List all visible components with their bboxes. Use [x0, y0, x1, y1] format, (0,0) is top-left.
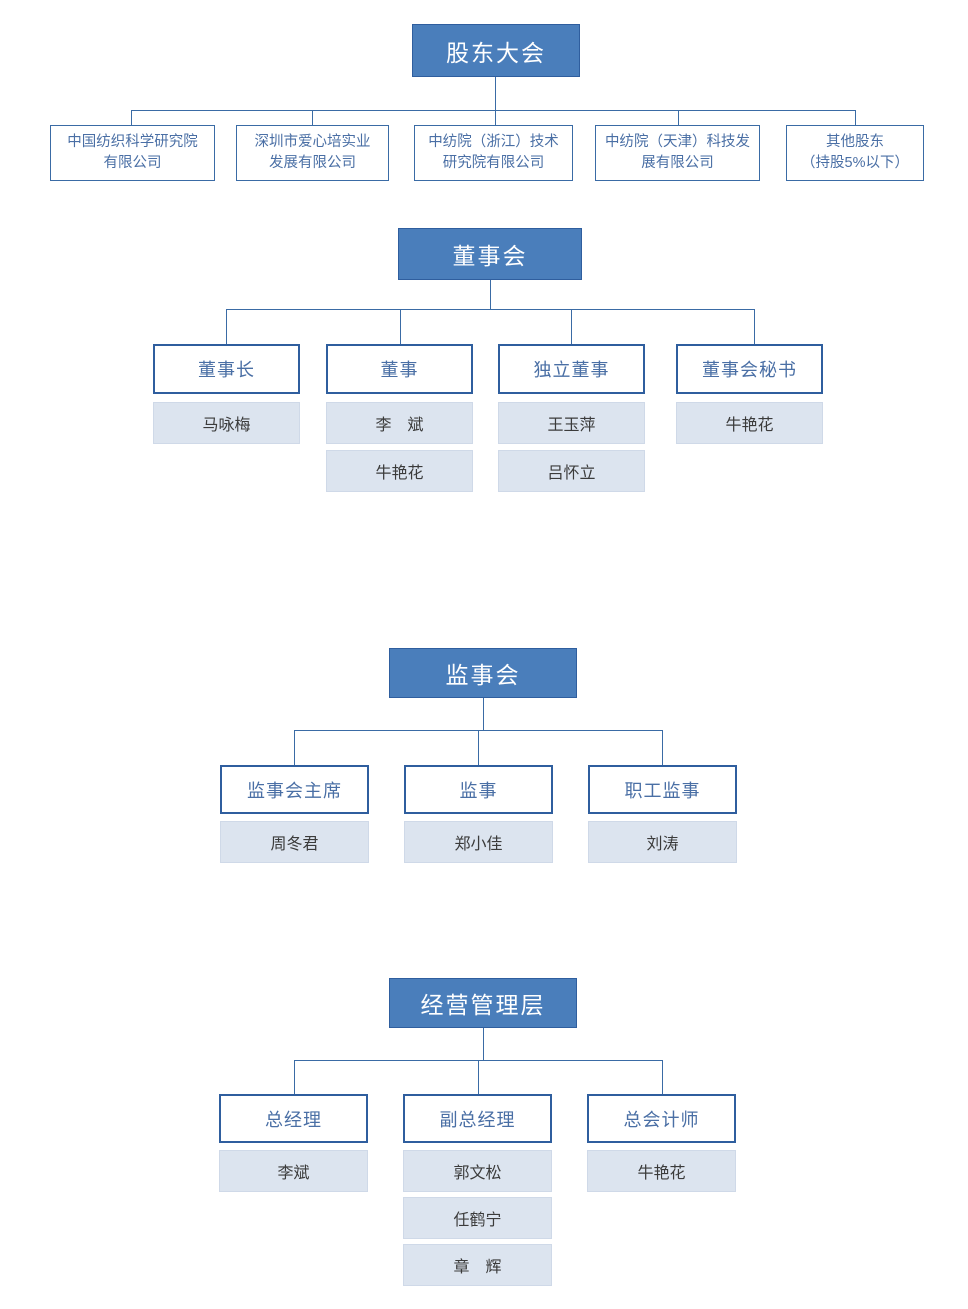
board-role-name-3-2[interactable]: 吕怀立	[498, 450, 645, 492]
connector-management-drop-1	[294, 1060, 295, 1094]
management-role-title-3[interactable]: 总会计师	[587, 1094, 736, 1143]
board-header-box: 董事会	[398, 228, 582, 280]
connector-shareholder-drop-4	[678, 110, 679, 125]
shareholder-box-2[interactable]: 深圳市爱心培实业 发展有限公司	[236, 125, 389, 181]
board-role-label-4: 董事会秘书	[702, 360, 797, 380]
connector-board-trunk	[490, 280, 491, 309]
board-header-label: 董事会	[452, 243, 528, 269]
shareholders-header-label: 股东大会	[446, 39, 546, 66]
connector-board-bus	[226, 309, 754, 310]
connector-shareholder-drop-3	[495, 110, 496, 125]
shareholders-header-box: 股东大会	[412, 24, 580, 77]
shareholder-label-5: 其他股东 （持股5%以下）	[801, 133, 909, 171]
management-header-label: 经营管理层	[420, 992, 546, 1018]
board-role-name-4-1[interactable]: 牛艳花	[676, 402, 823, 444]
connector-board-drop-4	[754, 309, 755, 344]
board-role-title-3[interactable]: 独立董事	[498, 344, 645, 394]
shareholder-box-5[interactable]: 其他股东 （持股5%以下）	[786, 125, 924, 181]
connector-management-drop-3	[662, 1060, 663, 1094]
management-name-label-2-3: 章 辉	[453, 1259, 502, 1276]
management-name-label-2-2: 任鹤宁	[453, 1212, 502, 1229]
supervisor-role-label-3: 职工监事	[624, 780, 701, 801]
board-name-label-1-1: 马咏梅	[202, 417, 251, 434]
supervisor-name-label-1-1: 周冬君	[270, 836, 319, 853]
supervisor-role-title-3[interactable]: 职工监事	[588, 765, 737, 814]
connector-supervisors-drop-1	[294, 730, 295, 765]
connector-board-drop-3	[571, 309, 572, 344]
board-role-name-2-1[interactable]: 李 斌	[326, 402, 473, 444]
board-role-name-1-1[interactable]: 马咏梅	[153, 402, 300, 444]
connector-supervisors-drop-2	[478, 730, 479, 765]
management-role-label-2: 副总经理	[439, 1109, 516, 1130]
shareholder-label-2: 深圳市爱心培实业 发展有限公司	[254, 133, 371, 171]
connector-shareholder-drop-2	[312, 110, 313, 125]
management-role-name-2-3[interactable]: 章 辉	[403, 1244, 552, 1286]
management-role-name-1-1[interactable]: 李斌	[219, 1150, 368, 1192]
connector-shareholder-drop-5	[855, 110, 856, 125]
board-role-title-4[interactable]: 董事会秘书	[676, 344, 823, 394]
board-role-label-2: 董事	[380, 360, 419, 380]
supervisor-role-label-2: 监事	[459, 780, 498, 801]
connector-shareholders-bus	[131, 110, 855, 111]
management-role-name-2-2[interactable]: 任鹤宁	[403, 1197, 552, 1239]
supervisor-role-name-1-1[interactable]: 周冬君	[220, 821, 369, 863]
management-name-label-1-1: 李斌	[277, 1165, 310, 1182]
shareholder-box-1[interactable]: 中国纺织科学研究院 有限公司	[50, 125, 215, 181]
board-role-label-3: 独立董事	[533, 360, 610, 380]
management-role-name-2-1[interactable]: 郭文松	[403, 1150, 552, 1192]
connector-shareholder-drop-1	[131, 110, 132, 125]
supervisor-role-title-2[interactable]: 监事	[404, 765, 553, 814]
management-role-label-3: 总会计师	[623, 1109, 700, 1130]
connector-board-drop-1	[226, 309, 227, 344]
shareholder-box-4[interactable]: 中纺院（天津）科技发 展有限公司	[595, 125, 760, 181]
supervisor-name-label-2-1: 郑小佳	[454, 836, 503, 853]
management-role-title-1[interactable]: 总经理	[219, 1094, 368, 1143]
supervisor-role-label-1: 监事会主席	[247, 780, 342, 801]
connector-board-drop-2	[400, 309, 401, 344]
supervisors-header-label: 监事会	[445, 662, 521, 688]
board-role-name-3-1[interactable]: 王玉萍	[498, 402, 645, 444]
connector-supervisors-drop-3	[662, 730, 663, 765]
board-role-title-2[interactable]: 董事	[326, 344, 473, 394]
management-name-label-3-1: 牛艳花	[637, 1165, 686, 1182]
shareholder-label-3: 中纺院（浙江）技术 研究院有限公司	[428, 133, 559, 171]
board-role-label-1: 董事长	[198, 360, 255, 380]
management-role-label-1: 总经理	[265, 1109, 322, 1130]
shareholder-box-3[interactable]: 中纺院（浙江）技术 研究院有限公司	[414, 125, 573, 181]
supervisor-name-label-3-1: 刘涛	[646, 836, 679, 853]
board-name-label-2-1: 李 斌	[375, 417, 424, 434]
shareholder-label-4: 中纺院（天津）科技发 展有限公司	[605, 133, 750, 171]
supervisor-role-name-3-1[interactable]: 刘涛	[588, 821, 737, 863]
connector-management-trunk	[483, 1028, 484, 1060]
connector-shareholders-trunk	[495, 77, 496, 110]
management-header-box: 经营管理层	[389, 978, 577, 1028]
management-name-label-2-1: 郭文松	[453, 1165, 502, 1182]
board-name-label-4-1: 牛艳花	[725, 417, 774, 434]
board-name-label-3-1: 王玉萍	[547, 417, 596, 434]
board-role-title-1[interactable]: 董事长	[153, 344, 300, 394]
management-role-name-3-1[interactable]: 牛艳花	[587, 1150, 736, 1192]
connector-management-drop-2	[478, 1060, 479, 1094]
supervisor-role-name-2-1[interactable]: 郑小佳	[404, 821, 553, 863]
board-name-label-2-2: 牛艳花	[375, 465, 424, 482]
board-name-label-3-2: 吕怀立	[547, 465, 596, 482]
connector-supervisors-trunk	[483, 698, 484, 730]
supervisors-header-box: 监事会	[389, 648, 577, 698]
board-role-name-2-2[interactable]: 牛艳花	[326, 450, 473, 492]
supervisor-role-title-1[interactable]: 监事会主席	[220, 765, 369, 814]
shareholder-label-1: 中国纺织科学研究院 有限公司	[67, 133, 198, 171]
management-role-title-2[interactable]: 副总经理	[403, 1094, 552, 1143]
